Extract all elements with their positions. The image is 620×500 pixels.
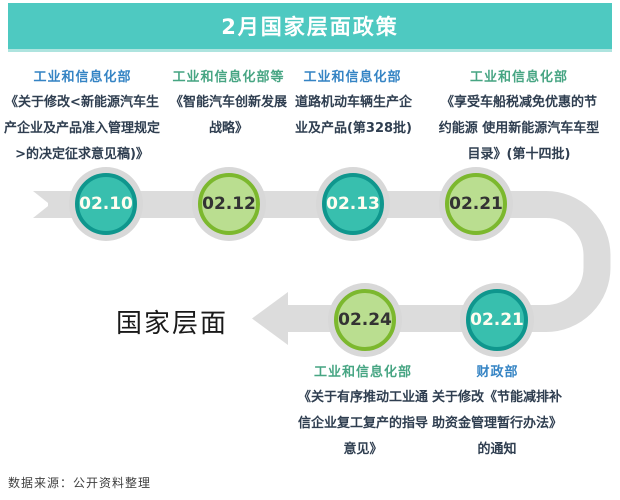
timeline-node: 02.10 [69, 167, 143, 241]
event-org-label: 工业和信息化部 [313, 365, 412, 380]
event-doc-title: 《关于修改<新能源汽车生产企业及产品准入管理规定>的决定征求意见稿)》 [3, 95, 160, 162]
timeline-node: 02.12 [192, 167, 266, 241]
date-circle: 02.10 [75, 173, 137, 235]
timeline-node: 02.13 [316, 167, 390, 241]
date-circle: 02.12 [198, 173, 260, 235]
title-bar: 2月国家层面政策 [8, 3, 612, 52]
date-label: 02.21 [449, 194, 503, 214]
date-label: 02.13 [326, 194, 380, 214]
date-circle: 02.13 [322, 173, 384, 235]
date-label: 02.10 [79, 194, 133, 214]
date-label: 02.21 [470, 310, 524, 330]
event-org-label: 工业和信息化部等 [172, 70, 285, 85]
event-org-label: 财政部 [476, 365, 519, 380]
event-doc-title: 关于修改《节能减排补助资金管理暂行办法》的通知 [431, 390, 562, 457]
date-circle: 02.21 [445, 173, 507, 235]
event-org-label: 工业和信息化部 [303, 70, 402, 85]
timeline-node: 02.21 [460, 283, 534, 357]
data-source-note: 数据来源：公开资料整理 [8, 476, 152, 490]
page-title: 2月国家层面政策 [221, 15, 399, 39]
event-doc-title: 《关于有序推动工业通信企业复工复产的指导意见》 [297, 390, 428, 457]
event-doc-title: 道路机动车辆生产企业及产品(第328批) [294, 95, 413, 136]
date-circle: 02.21 [466, 289, 528, 351]
timeline-node: 02.24 [328, 283, 402, 357]
event-doc-title: 《智能汽车创新发展战略》 [169, 95, 287, 136]
date-circle: 02.24 [334, 289, 396, 351]
date-label: 02.12 [202, 194, 256, 214]
event-org-label: 工业和信息化部 [33, 70, 132, 85]
axis-label: 国家层面 [115, 309, 228, 339]
timeline-arrow-icon [252, 292, 288, 345]
timeline-node: 02.21 [439, 167, 513, 241]
event-org-label: 工业和信息化部 [469, 70, 568, 85]
date-label: 02.24 [338, 310, 392, 330]
ribbon-tail-icon [33, 191, 64, 218]
event-doc-title: 《享受车船税减免优惠的节约能源 使用新能源汽车车型目录》(第十四批) [438, 95, 600, 162]
